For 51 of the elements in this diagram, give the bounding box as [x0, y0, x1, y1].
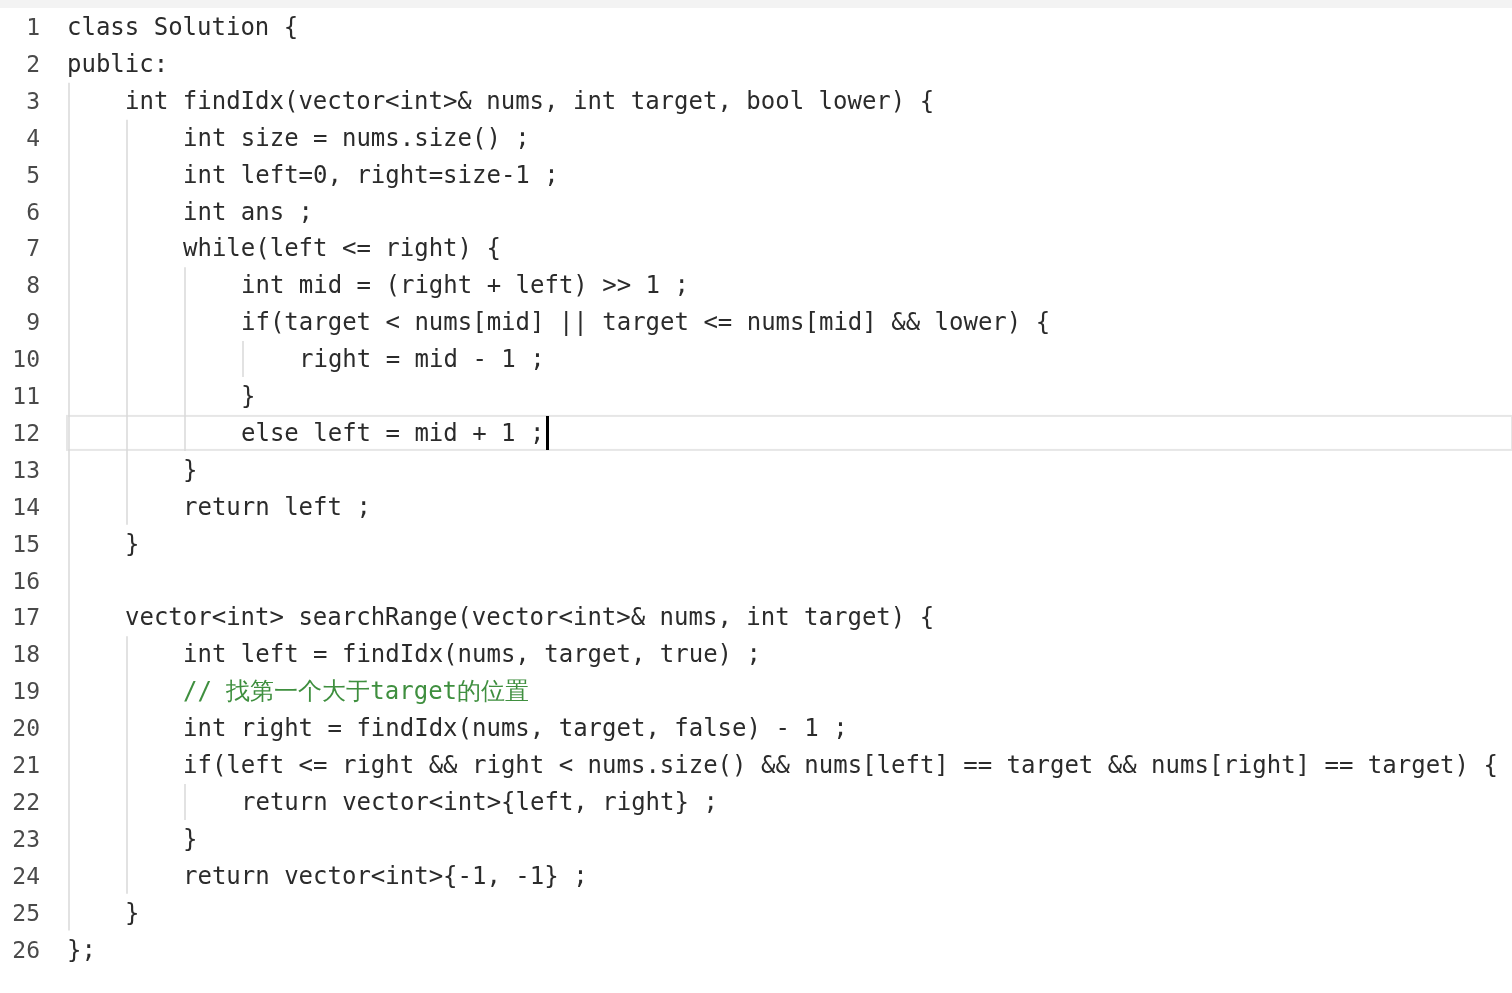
- line-number: 23: [11, 824, 40, 854]
- code-line: int right = findIdx(nums, target, false) - 1 ;: [183, 713, 848, 744]
- line-number: 19: [11, 677, 40, 707]
- line-number: 2: [25, 49, 40, 79]
- code-line: }: [183, 454, 198, 485]
- line-number: 12: [11, 418, 40, 448]
- line-number: 22: [11, 787, 40, 817]
- line-number: 13: [11, 455, 40, 485]
- code-line: }: [125, 528, 140, 559]
- line-number: 21: [11, 751, 40, 780]
- line-number: 1: [25, 13, 40, 42]
- code-line: };: [67, 934, 96, 965]
- code-line: }: [241, 381, 256, 411]
- line-number: 17: [11, 603, 40, 633]
- line-number: 16: [11, 566, 40, 596]
- line-number: 7: [25, 234, 40, 264]
- line-number: 18: [11, 640, 40, 670]
- line-number: 6: [25, 197, 40, 227]
- code-line: int size = nums.size() ;: [183, 122, 530, 153]
- line-number: 4: [25, 123, 40, 153]
- code-line: if(left <= right && right < nums.size() && nums[left] == target && nums[right] == target) {: [183, 750, 1498, 780]
- code-line: int left=0, right=size-1 ;: [183, 159, 559, 190]
- line-number: 5: [25, 160, 40, 190]
- line-number: 26: [11, 935, 40, 965]
- code-line: int mid = (right + left) >> 1 ;: [241, 270, 689, 301]
- code-line: }: [183, 823, 198, 854]
- line-number: 11: [11, 382, 40, 411]
- line-number: 25: [11, 898, 40, 928]
- line-number: 20: [11, 714, 40, 744]
- code-line: return vector<int>{left, right} ;: [241, 786, 718, 817]
- line-number: 14: [11, 492, 40, 522]
- code-line: int left = findIdx(nums, target, true) ;: [183, 639, 761, 670]
- code-line: vector<int> searchRange(vector<int>& nums, int target) {: [125, 602, 935, 633]
- code-line: public:: [67, 48, 169, 79]
- code-comment: // 找第一个大于target的位置: [183, 676, 530, 707]
- code-line: if(target < nums[mid] || target <= nums[mid] && lower) {: [241, 307, 1051, 338]
- code-line: int findIdx(vector<int>& nums, int target, bool lower) {: [125, 85, 935, 116]
- code-line: right = mid - 1 ;: [299, 344, 545, 375]
- line-number: 10: [11, 345, 40, 375]
- line-number: 24: [11, 861, 40, 891]
- code-line: class Solution {: [67, 12, 299, 42]
- code-line: return left ;: [183, 491, 371, 522]
- code-line: int ans ;: [183, 196, 314, 227]
- line-number: 9: [25, 308, 40, 338]
- code-line: while(left <= right) {: [183, 233, 501, 264]
- code-line: else left = mid + 1 ;: [241, 417, 545, 448]
- line-number: 8: [25, 271, 40, 301]
- code-line: }: [125, 897, 140, 928]
- line-number: 3: [25, 86, 40, 116]
- code-line: return vector<int>{-1, -1} ;: [183, 860, 588, 891]
- line-number: 15: [11, 529, 40, 559]
